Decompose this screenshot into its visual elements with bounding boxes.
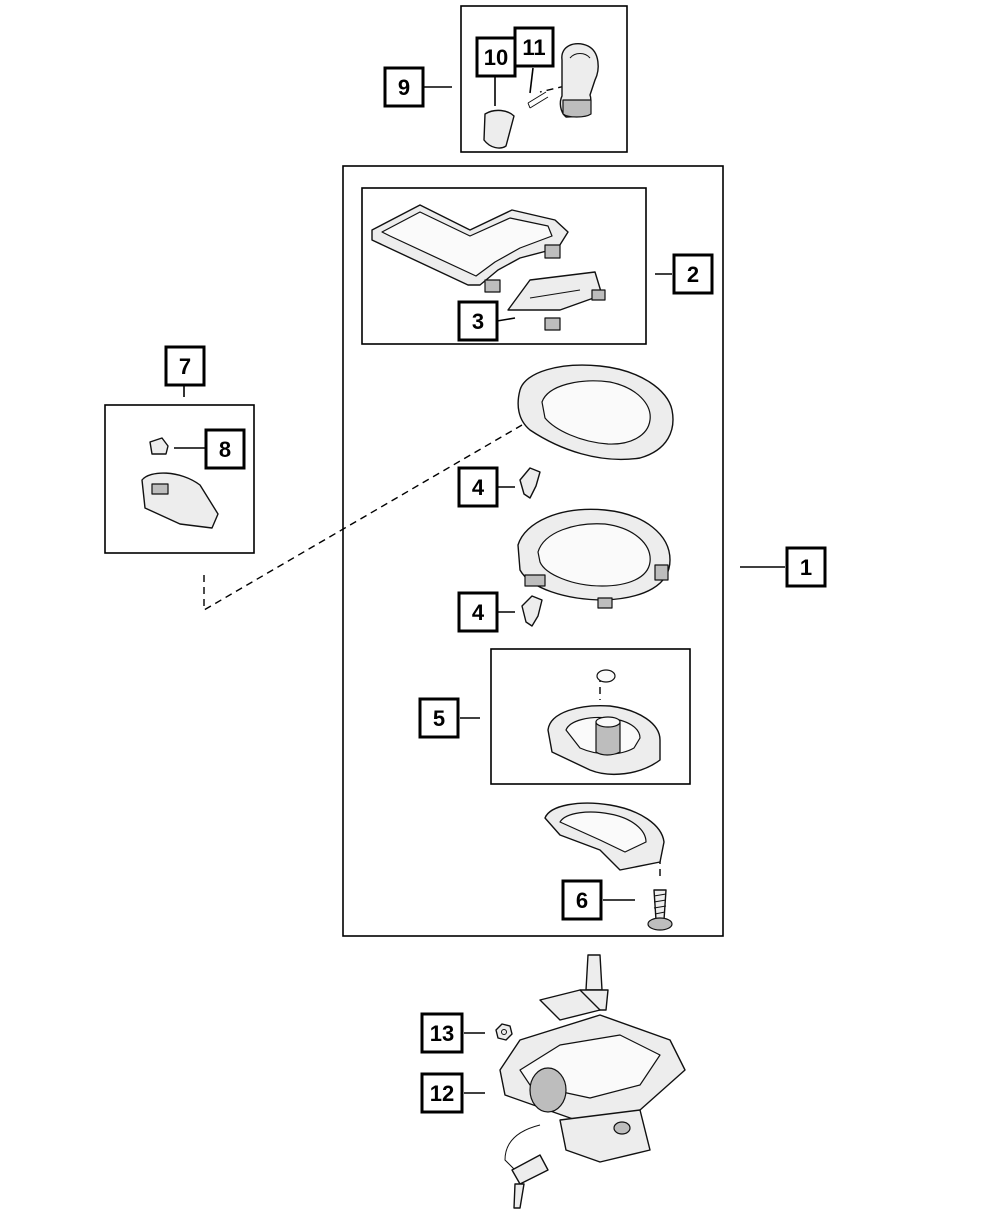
callout-label: 4 [472, 600, 485, 625]
frame-console-assembly [342, 165, 724, 937]
shift-knob-drawing [559, 42, 599, 118]
callout-label: 12 [430, 1081, 454, 1106]
leader-11 [529, 67, 534, 94]
knob-insert-drawing [483, 109, 515, 149]
callout-label: 6 [576, 888, 588, 913]
callout-13: 13 [420, 1012, 464, 1054]
switch-button-drawing [149, 437, 169, 455]
callout-label: 5 [433, 706, 445, 731]
dashed-connector-switch [203, 424, 523, 612]
clip-upper-drawing [519, 467, 541, 499]
callout-9: 9 [383, 66, 425, 108]
callout-label: 8 [219, 437, 231, 462]
callout-12: 12 [420, 1072, 464, 1114]
callout-6: 6 [561, 879, 603, 921]
callout-label: 3 [472, 309, 484, 334]
callout-3: 3 [457, 300, 499, 342]
leader-3 [496, 317, 516, 322]
callout-4-upper: 4 [457, 466, 499, 508]
callout-label: 9 [398, 75, 410, 100]
callout-5: 5 [418, 697, 460, 739]
shifter-trim-ring-drawing [517, 364, 674, 461]
shifter-assembly-drawing [499, 954, 686, 1209]
retainer-bracket-drawing [517, 508, 671, 609]
console-bezel-drawing [371, 204, 569, 293]
dashed-connector-knob [539, 85, 566, 93]
callout-label: 7 [179, 354, 191, 379]
nut-drawing [495, 1023, 513, 1041]
callout-1: 1 [785, 546, 827, 588]
clip-lower-drawing [521, 595, 543, 627]
frame-knob-group [460, 5, 628, 153]
callout-label: 2 [687, 262, 699, 287]
switch-bezel-drawing [141, 472, 219, 529]
callout-label: 13 [430, 1021, 454, 1046]
knob-clip-drawing [527, 91, 549, 109]
callout-2: 2 [672, 253, 714, 295]
callout-7: 7 [164, 345, 206, 387]
frame-switch-group [104, 404, 255, 554]
callout-8: 8 [204, 428, 246, 470]
callout-label: 1 [800, 555, 812, 580]
screw-drawing [647, 889, 673, 931]
callout-label: 10 [484, 45, 508, 70]
shift-boot-drawing [547, 669, 661, 775]
lower-bracket-drawing [544, 802, 665, 871]
callout-11: 11 [513, 26, 555, 68]
callout-label: 4 [472, 475, 485, 500]
frame-bezel-group [361, 187, 647, 345]
frame-boot-group [490, 648, 691, 785]
bezel-insert-drawing [507, 271, 606, 331]
callout-label: 11 [522, 35, 545, 60]
callout-4-lower: 4 [457, 591, 499, 633]
callout-10: 10 [475, 36, 517, 78]
